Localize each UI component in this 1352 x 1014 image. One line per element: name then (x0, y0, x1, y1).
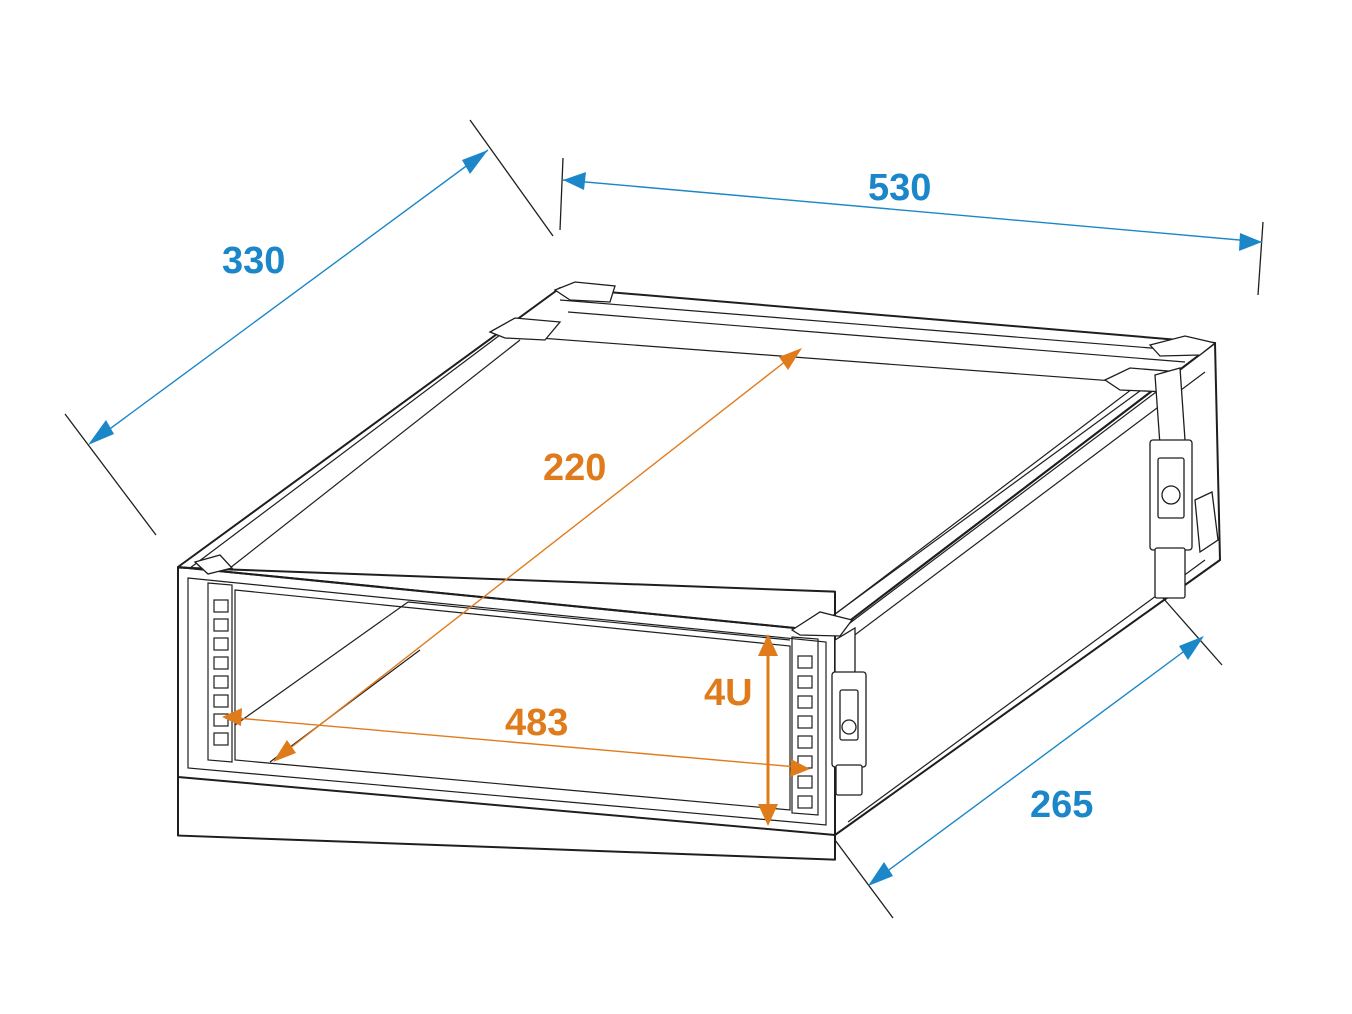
label-width-outer: 530 (868, 167, 931, 209)
dimension-line-rack-width (224, 716, 809, 769)
extension-lines (64, 119, 1264, 919)
right-rack-rail (791, 636, 819, 816)
case-body (177, 281, 1221, 861)
left-rack-rail (207, 582, 233, 763)
dimension-line-depth-outer (91, 149, 489, 443)
label-height-outer: 265 (1030, 784, 1093, 826)
label-rack-width: 483 (505, 702, 568, 744)
dimension-labels: 330 530 220 483 4U 265 (222, 167, 1093, 826)
label-rack-height: 4U (704, 672, 753, 714)
dimension-line-height-outer (869, 637, 1203, 885)
label-depth-outer: 330 (222, 240, 285, 282)
latch-front-right (831, 671, 867, 796)
dimension-lines (88, 149, 1263, 886)
latch-side-right (1149, 439, 1219, 599)
dimension-line-depth-inner (274, 349, 801, 761)
label-depth-inner: 220 (543, 447, 606, 489)
dimension-line-width-outer (562, 179, 1263, 243)
